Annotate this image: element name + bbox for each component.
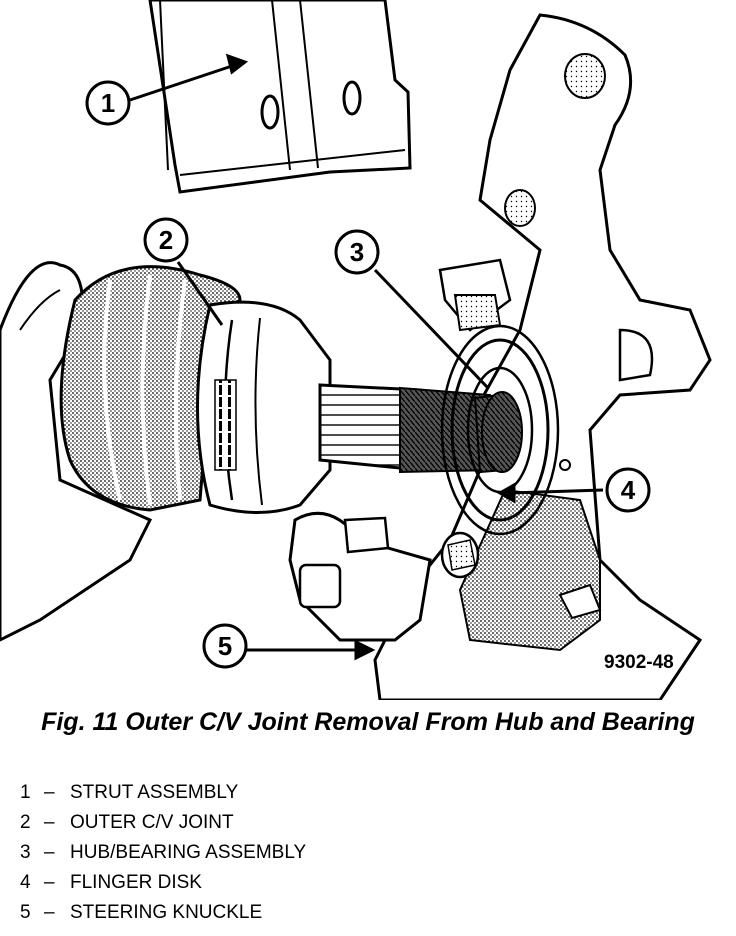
legend-label: FLINGER DISK: [70, 872, 202, 893]
legend-item: 4 – FLINGER DISK: [20, 868, 306, 898]
flinger-disk: [440, 324, 560, 536]
legend-dash: –: [44, 842, 55, 863]
legend-number: 3: [20, 842, 31, 863]
cv-joint-removal-illustration: 1 2 3 4 5: [0, 0, 712, 700]
legend-number: 1: [20, 782, 31, 803]
technician-hand: [0, 261, 153, 642]
legend-number: 4: [20, 872, 31, 893]
legend-label: HUB/BEARING ASSEMBLY: [70, 842, 307, 863]
hub-bearing-assembly: [450, 338, 550, 522]
legend-dash: –: [44, 872, 55, 893]
legend-item: 2 – OUTER C/V JOINT: [20, 808, 306, 838]
callout-4: 4: [605, 467, 651, 513]
cv-boot: [59, 265, 242, 512]
strut-assembly: [148, 0, 412, 194]
legend-item: 1 – STRUT ASSEMBLY: [20, 778, 306, 808]
legend-dash: –: [44, 782, 55, 803]
callout-number-2: 2: [159, 225, 173, 255]
leader-arrow-1: [225, 53, 249, 75]
leader-line-3: [373, 268, 490, 390]
leader-line-2: [176, 261, 224, 326]
legend-dash: –: [44, 812, 55, 833]
legend-label: OUTER C/V JOINT: [70, 812, 234, 833]
callout-5: 5: [202, 623, 248, 669]
callout-3: 3: [334, 229, 380, 275]
figure-caption: Fig. 11 Outer C/V Joint Removal From Hub…: [41, 708, 695, 736]
legend-number: 5: [20, 902, 31, 923]
leader-line-4: [509, 488, 604, 495]
callout-number-4: 4: [621, 475, 636, 505]
callout-number-5: 5: [218, 631, 232, 661]
leader-arrow-4: [496, 482, 516, 504]
outer-cv-joint: [196, 300, 332, 514]
legend-item: 5 – STEERING KNUCKLE: [20, 898, 306, 928]
stub-shaft: [318, 383, 507, 474]
callout-number-1: 1: [101, 88, 115, 118]
callout-number-3: 3: [350, 237, 364, 267]
legend-label: STRUT ASSEMBLY: [70, 782, 239, 803]
knuckle-clamp: [288, 511, 480, 642]
legend: 1 – STRUT ASSEMBLY 2 – OUTER C/V JOINT 3…: [20, 778, 306, 928]
legend-item: 3 – HUB/BEARING ASSEMBLY: [20, 838, 306, 868]
callout-1: 1: [85, 80, 131, 126]
legend-label: STEERING KNUCKLE: [70, 902, 263, 923]
figure-code: 9302-48: [604, 652, 674, 673]
leader-arrow-5: [354, 639, 376, 661]
callout-2: 2: [143, 217, 189, 263]
leader-line-1: [129, 63, 236, 102]
legend-dash: –: [44, 902, 55, 923]
legend-number: 2: [20, 812, 31, 833]
